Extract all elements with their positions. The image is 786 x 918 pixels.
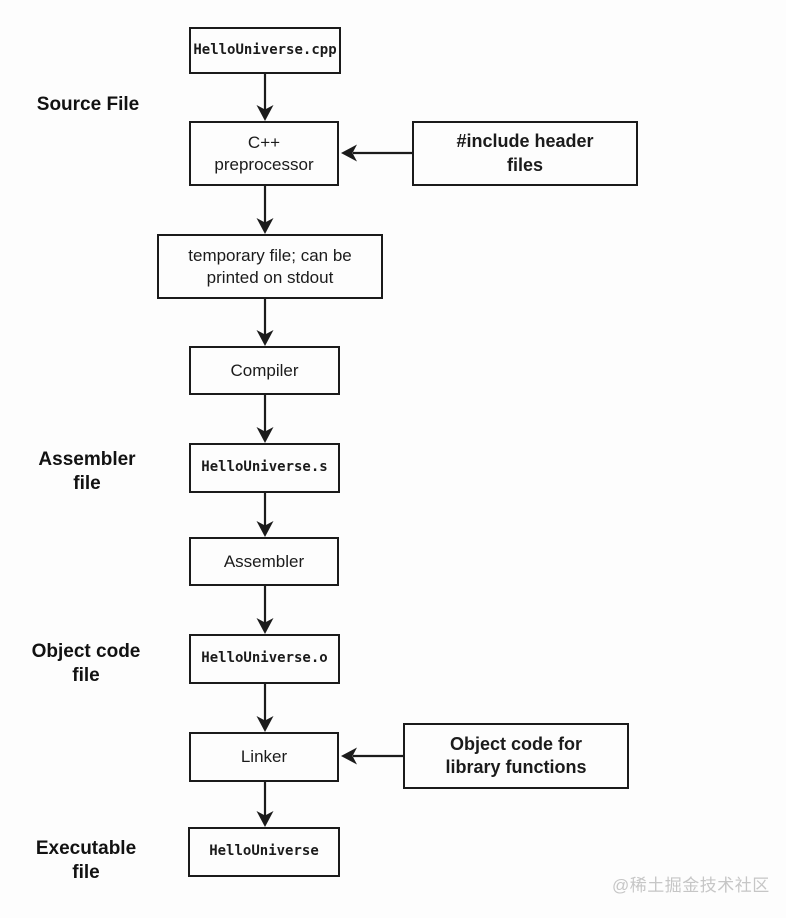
node-cpp-preprocessor: C++ preprocessor [189, 121, 339, 186]
side-label-source-file: Source File [36, 94, 140, 115]
arrow-assembler-to-objfile [256, 586, 274, 634]
arrow-asmfile-to-assembler [256, 493, 274, 537]
side-label-object-code-file: Object code file [31, 641, 141, 686]
arrow-compiler-to-asmfile [256, 395, 274, 443]
node-include-headers: #include header files [412, 121, 638, 186]
node-source-file: HelloUniverse.cpp [189, 27, 341, 74]
arrow-linker-to-executable [256, 782, 274, 827]
node-object-code-lib: Object code for library functions [403, 723, 629, 789]
side-label-assembler-file: Assembler file [38, 449, 136, 494]
side-label-executable-file: Executable file [35, 838, 137, 883]
arrow-objlib-to-linker [341, 747, 403, 765]
arrow-includes-to-preprocessor [341, 144, 412, 162]
watermark: @稀土掘金技术社区 [612, 876, 770, 895]
node-assembler: Assembler [189, 537, 339, 586]
node-temp-file: temporary file; can be printed on stdout [157, 234, 383, 299]
node-linker: Linker [189, 732, 339, 782]
node-object-file: HelloUniverse.o [189, 634, 340, 684]
node-executable: HelloUniverse [188, 827, 340, 877]
arrow-tempfile-to-compiler [256, 299, 274, 346]
node-assembler-file: HelloUniverse.s [189, 443, 340, 493]
arrow-source-to-preprocessor [256, 73, 274, 121]
node-compiler: Compiler [189, 346, 340, 395]
arrow-objfile-to-linker [256, 684, 274, 732]
arrow-preprocessor-to-tempfile [256, 186, 274, 234]
